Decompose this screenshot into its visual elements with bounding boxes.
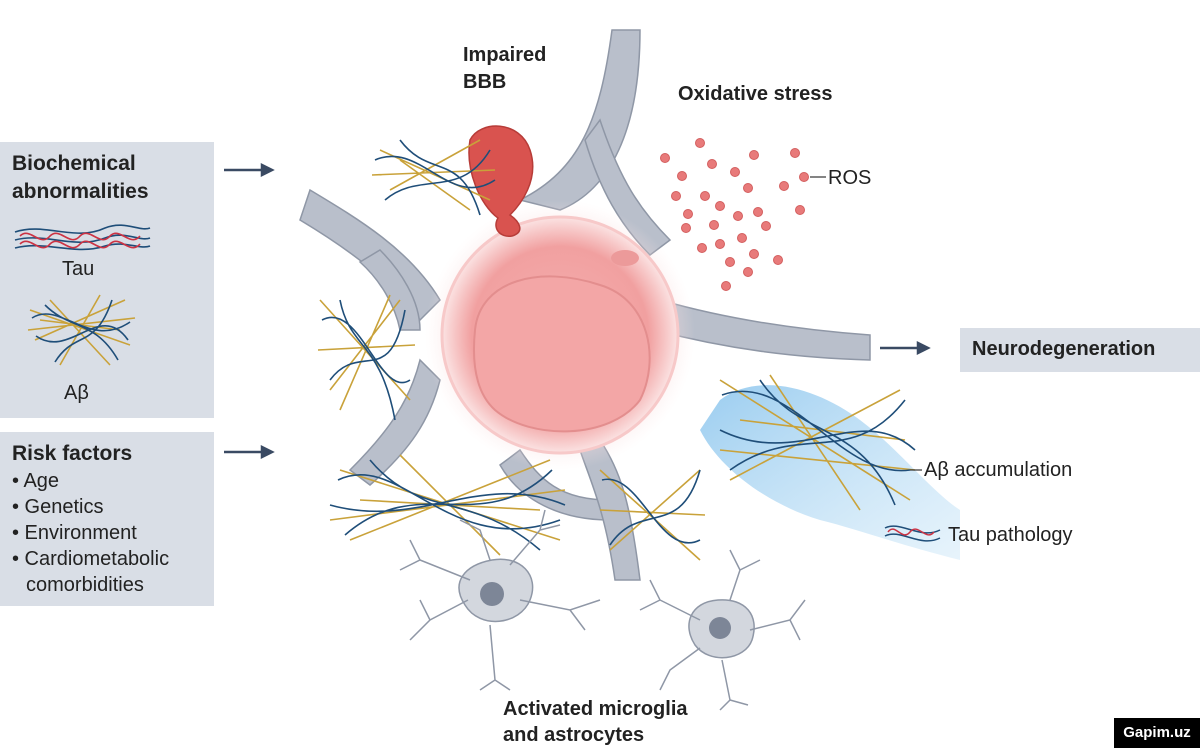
abeta-plaque-icon bbox=[719, 374, 916, 511]
abeta-plaque-icon bbox=[329, 454, 566, 556]
tau-fibril-icon bbox=[884, 525, 941, 542]
abeta-plaque-icon bbox=[371, 139, 496, 216]
tau-fibril-icon bbox=[14, 224, 151, 251]
activated-label-line1: Activated microglia bbox=[503, 698, 688, 720]
impaired-bbb-label-line2: BBB bbox=[463, 71, 507, 93]
risk-item-genetics: • Genetics bbox=[12, 496, 104, 518]
tau-label: Tau bbox=[62, 258, 95, 280]
ros-dot-icon bbox=[660, 138, 809, 291]
abeta-accumulation-label: Aβ accumulation bbox=[924, 459, 1073, 481]
risk-item-age: • Age bbox=[12, 470, 60, 492]
arrow-right-icon bbox=[880, 340, 931, 356]
risk-item-environment: • Environment bbox=[12, 522, 137, 544]
nucleus-outline bbox=[473, 275, 651, 433]
arrow-right-icon bbox=[224, 444, 275, 460]
biochemical-panel: Biochemical abnormalities Tau Aβ bbox=[0, 142, 214, 418]
ros-label: ROS bbox=[828, 167, 872, 189]
risk-factors-list: • Age • Genetics • Environment • Cardiom… bbox=[12, 468, 169, 598]
watermark: Gapim.uz bbox=[1114, 718, 1200, 748]
impaired-bbb-label-line1: Impaired bbox=[463, 44, 547, 66]
risk-item-cardiometabolic: • Cardiometabolic bbox=[12, 548, 170, 570]
abeta-label: Aβ bbox=[64, 382, 89, 404]
biochemical-title-line1: Biochemical bbox=[12, 152, 136, 175]
nucleolus bbox=[611, 250, 639, 266]
microglia-icon bbox=[399, 509, 601, 691]
risk-factors-title: Risk factors bbox=[12, 442, 133, 465]
abeta-plaque-icon bbox=[27, 294, 136, 366]
neurodegeneration-label: Neurodegeneration bbox=[972, 338, 1156, 360]
abeta-plaque-icon bbox=[317, 294, 416, 421]
axon-glow bbox=[700, 385, 960, 560]
risk-item-comorbidities: comorbidities bbox=[26, 574, 144, 596]
impaired-bbb-icon bbox=[468, 125, 534, 237]
risk-factors-panel: Risk factors bbox=[0, 432, 214, 606]
abeta-plaque-icon bbox=[599, 469, 706, 561]
biochemical-title-line2: abnormalities bbox=[12, 180, 149, 203]
tau-pathology-label: Tau pathology bbox=[948, 524, 1073, 546]
arrow-right-icon bbox=[224, 162, 275, 178]
microglia-icon bbox=[639, 549, 806, 711]
oxidative-stress-label: Oxidative stress bbox=[678, 83, 833, 105]
neurodegeneration-box bbox=[960, 328, 1200, 372]
activated-label-line2: and astrocytes bbox=[503, 724, 645, 746]
